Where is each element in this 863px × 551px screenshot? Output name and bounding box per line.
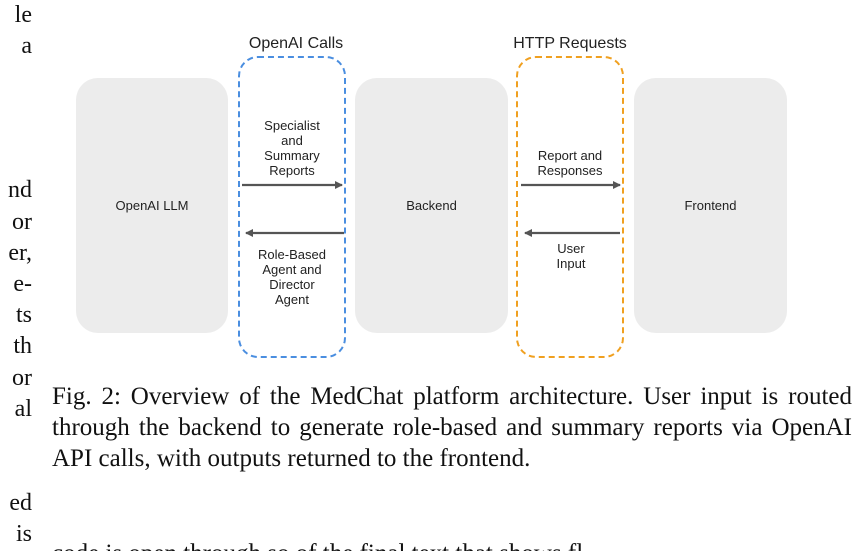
- left-fragment: is: [15, 521, 32, 547]
- http-requests-title: HTTP Requests: [513, 35, 627, 52]
- left-fragment: nd: [8, 177, 32, 203]
- next-paragraph-text: code is open through so of the final tex…: [52, 538, 852, 551]
- left-fragment: a: [21, 33, 32, 59]
- left-fragment: or: [12, 209, 32, 235]
- left-fragment: e-: [13, 271, 32, 297]
- left-fragment: or: [12, 365, 32, 391]
- backend-label: Backend: [406, 198, 457, 213]
- next-paragraph-partial: code is open through so of the final tex…: [52, 530, 852, 551]
- openai-llm-label: OpenAI LLM: [115, 198, 189, 213]
- role-based-director-agent-label: Role-Based Agent and Director Agent: [258, 247, 326, 307]
- left-fragment: ed: [9, 490, 32, 516]
- report-and-responses-label: Report and Responses: [537, 148, 603, 178]
- openai-llm-node: OpenAI LLM: [76, 78, 228, 333]
- connector-arrows: [242, 181, 621, 237]
- backend-node: Backend: [355, 78, 508, 333]
- specialist-summary-reports-label: Specialist and Summary Reports: [264, 118, 320, 178]
- openai-calls-group: [238, 56, 346, 358]
- left-fragment: th: [13, 333, 32, 359]
- left-fragment: al: [14, 396, 32, 422]
- left-fragment: le: [14, 2, 32, 28]
- left-fragment: er,: [8, 240, 32, 266]
- figure-caption: Fig. 2: Overview of the MedChat platform…: [52, 383, 852, 472]
- http-requests-group: [516, 56, 624, 358]
- frontend-label: Frontend: [684, 198, 737, 213]
- frontend-node: Frontend: [634, 78, 787, 333]
- user-input-label: User Input: [556, 241, 586, 271]
- left-column-text: le a nd or er, e- ts th or al ed is: [0, 0, 32, 551]
- openai-calls-title: OpenAI Calls: [248, 35, 344, 52]
- left-fragment: ts: [15, 302, 32, 328]
- architecture-diagram: OpenAI LLM Backend Frontend OpenAI Calls…: [76, 35, 787, 358]
